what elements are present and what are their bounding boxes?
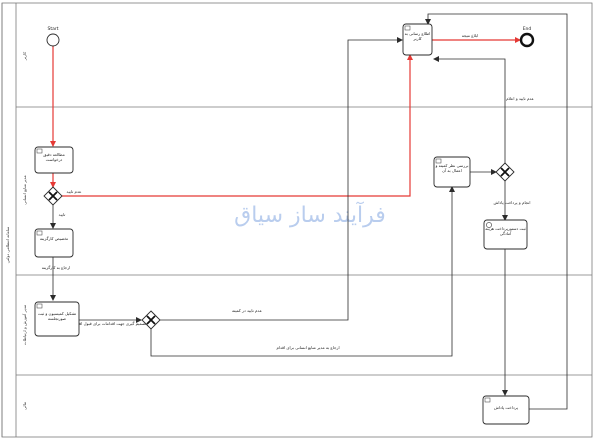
- flow-label-approve-pay: انجام و پرداخت پاداش: [494, 200, 531, 205]
- user-task-icon: [435, 158, 442, 164]
- task-pay-label: پرداخت پاداش: [494, 405, 518, 410]
- start-event: Start: [46, 26, 60, 47]
- flow-label-decision: تصمیم گیری جهت اقدامات برای قبول اقدام: [74, 321, 147, 326]
- flow-label-refer-next: ارجاع به مدیر منابع انسانی برای اقدام: [276, 345, 339, 350]
- pool: سامانه انتظامی دولتی: [1, 2, 593, 438]
- task-pay: پرداخت پاداش: [482, 395, 530, 425]
- lane-label-user: کاربر: [22, 52, 27, 61]
- watermark: فرآیند ساز سیاق: [234, 201, 386, 228]
- end-event: End: [519, 26, 535, 48]
- flow-pay-notify: [425, 13, 568, 410]
- task-form-label: تشکیل کمیسیون و ثبت صورتجلسه: [37, 311, 77, 321]
- flow-labels: عدم تایید تایید ارجاع به کارگزینه تصمیم …: [42, 33, 534, 350]
- flow-gateway2-check: [150, 186, 455, 357]
- flow-label-approve: تایید: [59, 212, 66, 217]
- task-register: ثبت دستورپرداخت هزینه آمادگی: [483, 219, 528, 250]
- lane-hr: مدیر منابع انسانی: [16, 175, 592, 276]
- service-task-gear-icon: [486, 222, 492, 228]
- flow-label-notify-end: ابلاغ نتیجه: [462, 33, 479, 38]
- task-register-label: ثبت دستورپرداخت هزینه آمادگی: [485, 226, 526, 236]
- task-form: تشکیل کمیسیون و ثبت صورتجلسه: [34, 301, 80, 337]
- task-review: مطالعه دقیق درخواست: [34, 146, 74, 174]
- lane-finance: مالی: [22, 402, 27, 410]
- user-task-icon: [36, 230, 43, 236]
- flow-gateway-notify: [61, 54, 413, 197]
- flow-label-reject-notify: عدم تایید و اعلام: [506, 96, 534, 101]
- start-event-label: Start: [48, 26, 59, 32]
- user-task-icon: [404, 25, 411, 31]
- pool-label: سامانه انتظامی دولتی: [5, 226, 10, 263]
- user-task-icon: [36, 303, 43, 309]
- flow-gateway2-notify: [160, 37, 403, 321]
- task-check: بررسی نظر کمیته و اعمال به آن: [433, 156, 471, 188]
- lane-label-finance: مالی: [22, 402, 27, 410]
- flow-gateway3-notify: [433, 56, 506, 163]
- lane-label-hr: مدیر منابع انسانی: [22, 175, 27, 204]
- task-notify: اطلاع رسانی به کاربر: [402, 23, 433, 56]
- flow-label-reject-committee: عدم تایید در کمیته: [232, 308, 262, 313]
- task-review-label: مطالعه دقیق درخواست: [43, 152, 65, 162]
- flow-label-reject-review: عدم تایید: [67, 189, 82, 194]
- lane-label-training: مدیر آموزش و ارتباطات: [22, 305, 27, 345]
- gateway-check: [495, 162, 515, 182]
- user-task-icon: [484, 397, 491, 403]
- task-assign: تخصیص کارگزینه: [34, 228, 74, 258]
- flows: [50, 13, 568, 410]
- task-notify-label: اطلاع رسانی به کاربر: [404, 31, 431, 41]
- lane-training: مدیر آموزش و ارتباطات: [16, 305, 592, 376]
- lane-kardan: کاربر: [16, 52, 592, 108]
- gateway-committee: [141, 310, 161, 330]
- end-event-label: End: [523, 26, 532, 32]
- task-assign-label: تخصیص کارگزینه: [39, 236, 69, 241]
- task-check-label: بررسی نظر کمیته و اعمال به آن: [435, 163, 469, 173]
- gateway-review: [43, 186, 63, 206]
- flow-label-refer: ارجاع به کارگزینه: [42, 265, 71, 270]
- user-task-icon: [36, 148, 43, 154]
